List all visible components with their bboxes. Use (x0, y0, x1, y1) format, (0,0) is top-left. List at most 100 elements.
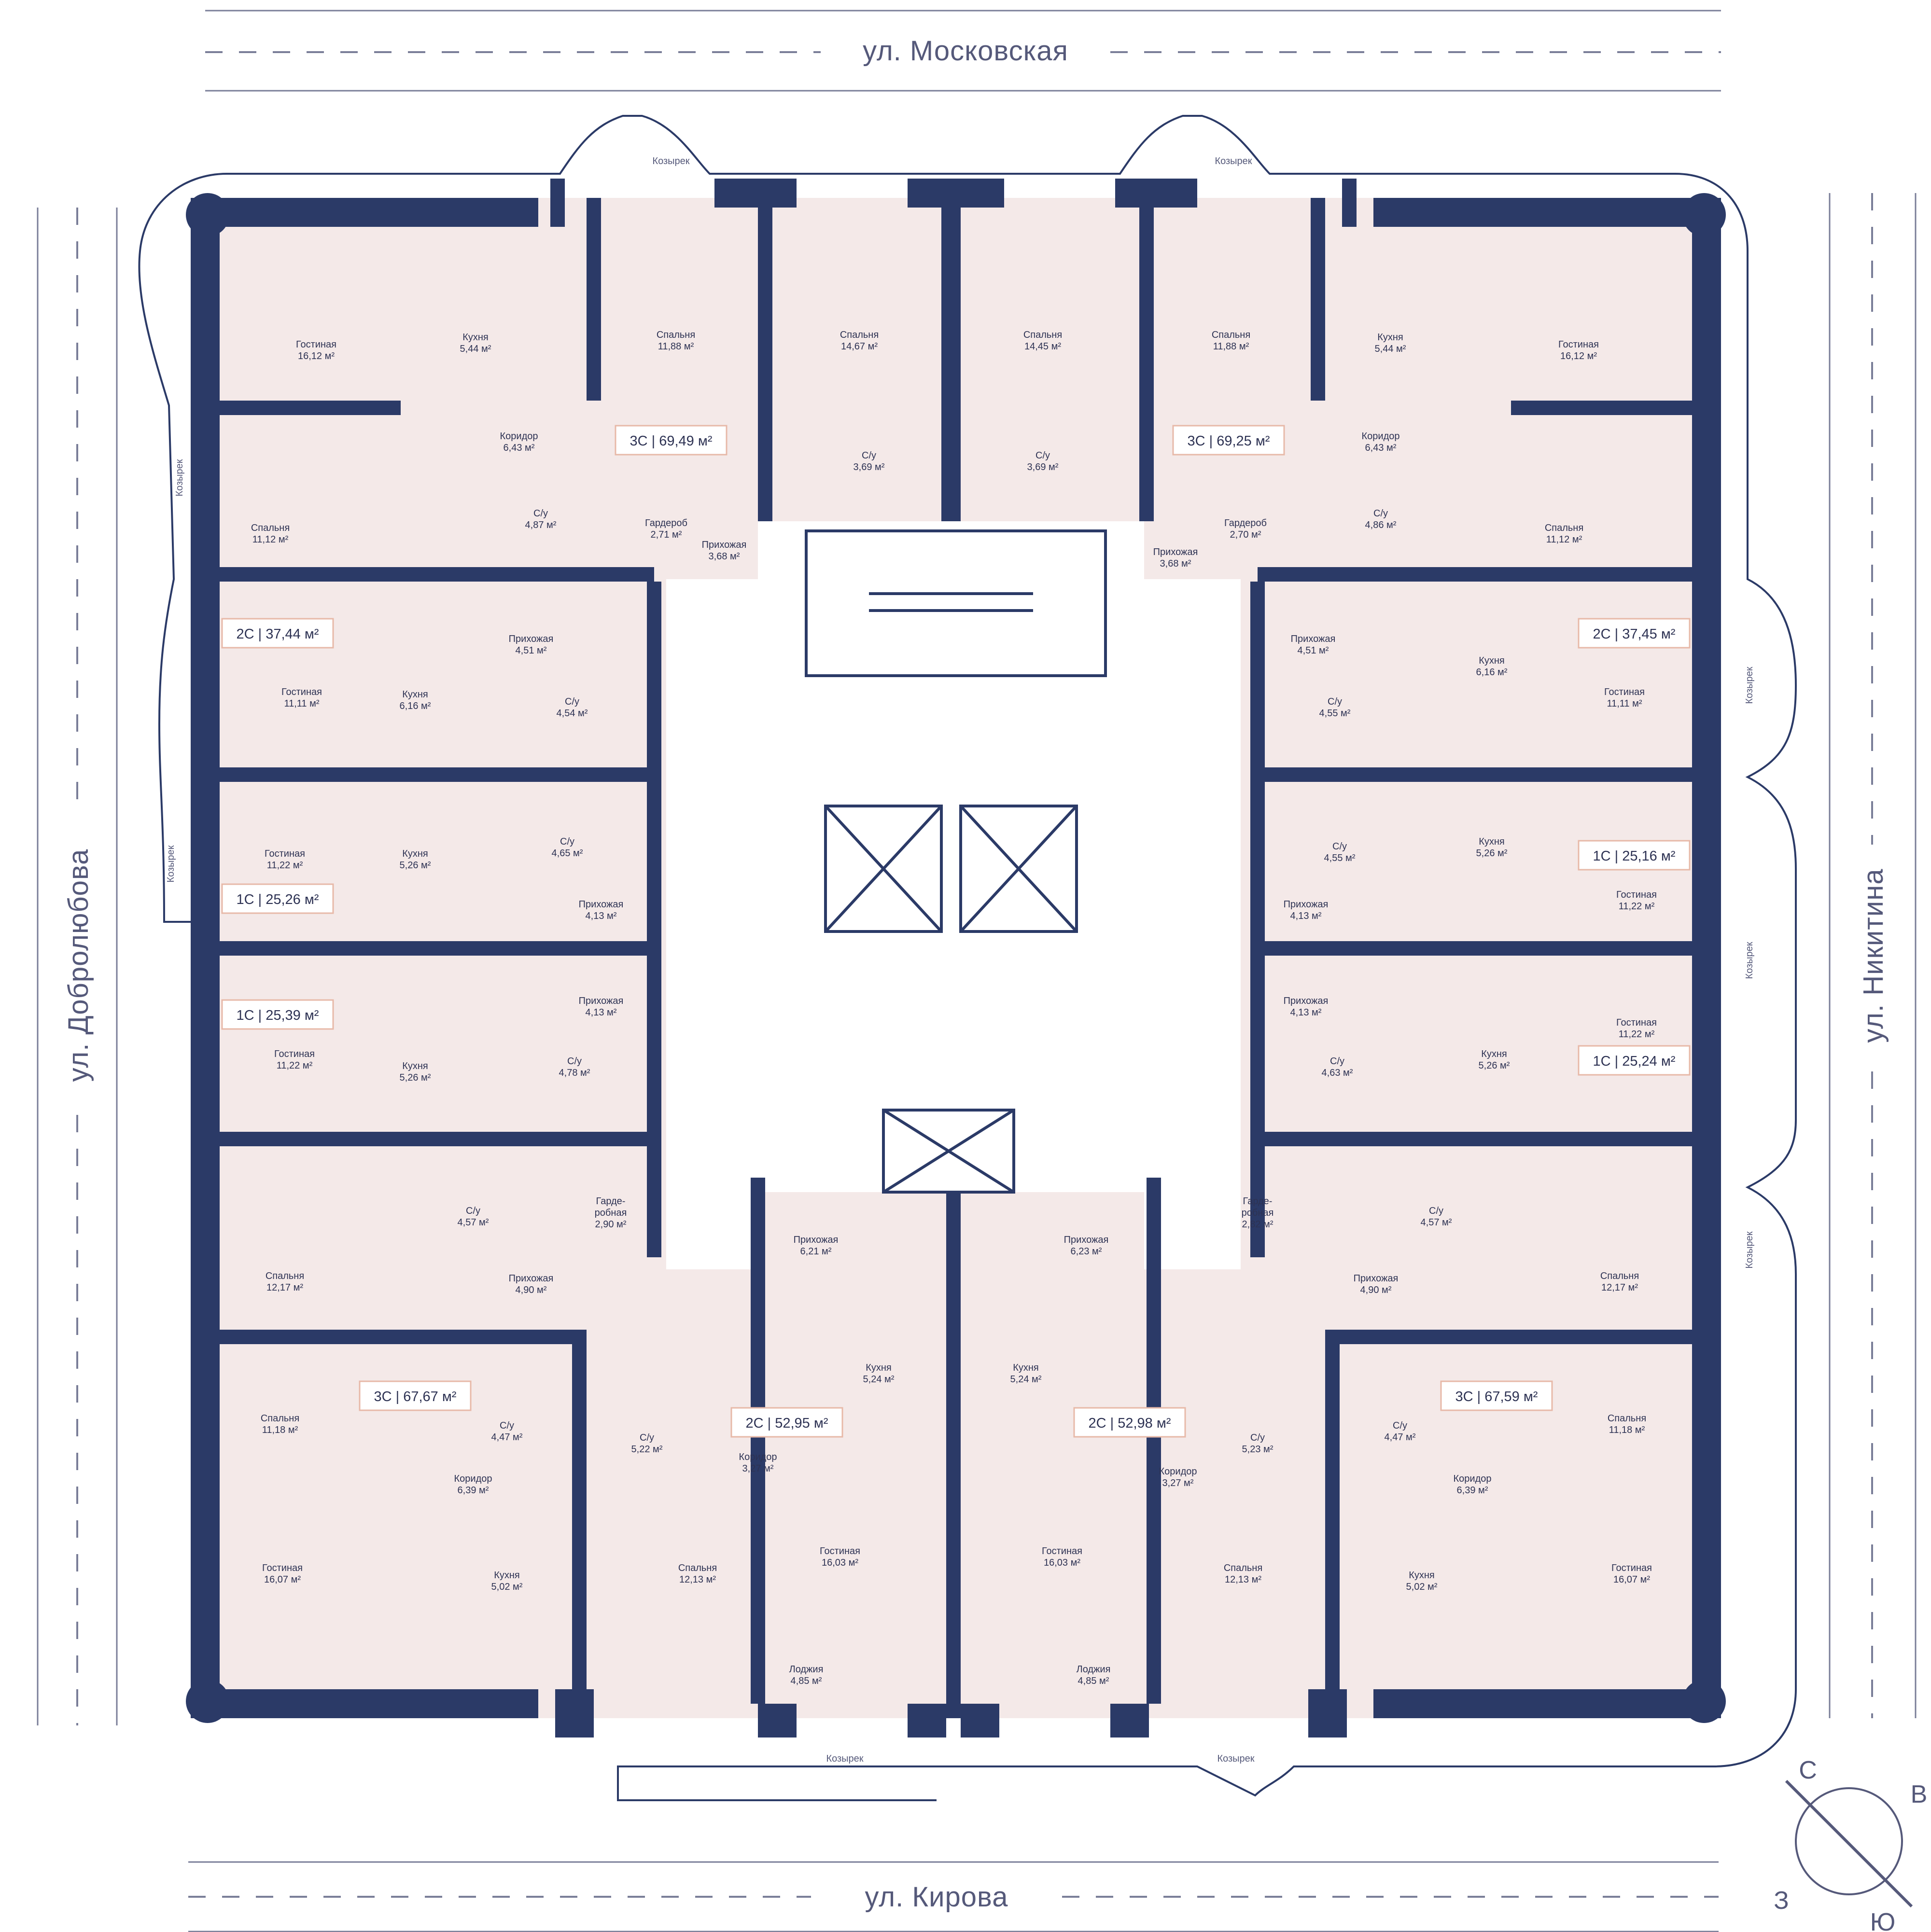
apartment-badge-frame (221, 883, 334, 914)
apartment-label: 3С | 67,59 м² (1455, 1389, 1538, 1404)
apartment-label: 2С | 52,98 м² (1089, 1416, 1171, 1431)
canopy-label: Козырек (1215, 156, 1252, 167)
apartment-badge-frame (615, 425, 728, 456)
street-north-label: ул. Московская (863, 35, 1068, 67)
apartment-badge: 2С | 37,44 м² (221, 618, 334, 649)
compass-circle (1795, 1787, 1903, 1895)
apartment-badge-frame (1578, 1045, 1691, 1076)
apartment-label: 1С | 25,24 м² (1593, 1054, 1676, 1069)
compass-north: С (1799, 1756, 1817, 1784)
apartment-badge-frame (221, 618, 334, 649)
canopy-label: Козырек (1744, 667, 1755, 704)
street-east-label: ул. Никитина (1858, 868, 1889, 1042)
apartment-label: 2С | 37,45 м² (1593, 626, 1676, 642)
street-south-label: ул. Кирова (865, 1881, 1008, 1913)
building (186, 179, 1726, 1737)
apartment-badge: 3С | 69,49 м² (615, 425, 728, 456)
street-west-label: ул. Добролюбова (63, 849, 94, 1082)
compass: С В З Ю (1774, 1756, 1927, 1932)
apartment-badge: 1С | 25,39 м² (221, 999, 334, 1030)
apartment-label: 3С | 69,25 м² (1188, 433, 1270, 449)
apartment-badge: 1С | 25,24 м² (1578, 1045, 1691, 1076)
apartment-badge: 1С | 25,16 м² (1578, 840, 1691, 871)
apartment-badge: 2С | 52,98 м² (1073, 1407, 1186, 1438)
street-markings (37, 10, 1917, 1932)
apartment-badge-frame (221, 999, 334, 1030)
apartment-badge: 3С | 67,59 м² (1440, 1380, 1553, 1411)
canopy-labels: Козырек Козырек Козырек Козырек Козырек … (166, 156, 1755, 1764)
compass-west: З (1774, 1887, 1789, 1915)
apartment-badge: 3С | 69,25 м² (1172, 425, 1285, 456)
apartment-label: 3С | 69,49 м² (630, 433, 713, 449)
apartment-label: 2С | 52,95 м² (746, 1416, 828, 1431)
apartment-badge-frame (1172, 425, 1285, 456)
apartment-badge: 2С | 37,45 м² (1578, 618, 1691, 649)
apartment-badge-frame (1578, 618, 1691, 649)
canopy-label: Козырек (1217, 1753, 1254, 1764)
apartment-label: 2С | 37,44 м² (237, 626, 319, 642)
canopy-label: Козырек (174, 459, 185, 496)
apartment-badge: 3С | 67,67 м² (359, 1380, 472, 1411)
canopy-label: Козырек (826, 1753, 863, 1764)
apartment-badge-frame (1440, 1380, 1553, 1411)
compass-south: Ю (1870, 1908, 1896, 1932)
apartment-badge-frame (1578, 840, 1691, 871)
